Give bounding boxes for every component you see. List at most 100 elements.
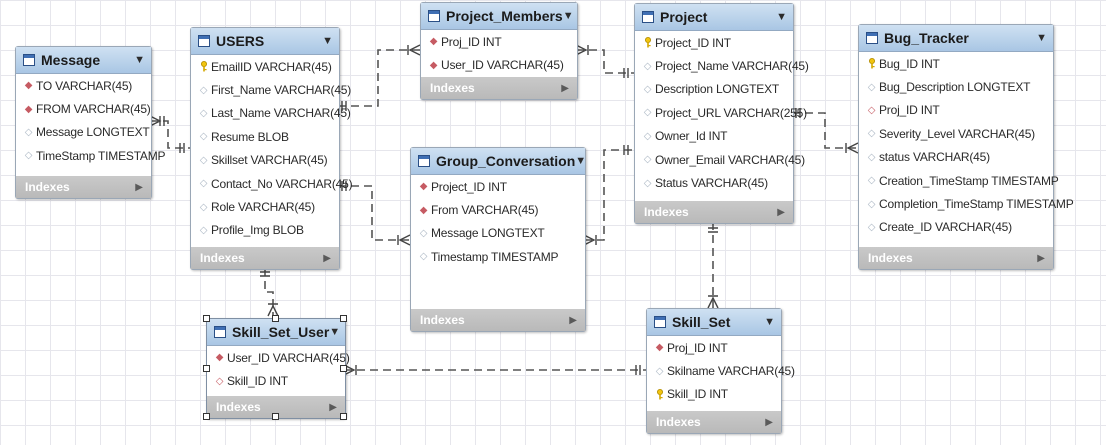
expand-arrow-icon[interactable]: ▶ <box>135 181 143 193</box>
collapse-arrow-icon[interactable]: ▼ <box>776 11 787 23</box>
table-skill-set[interactable]: Skill_Set▼◆Proj_ID INT◇Skilname VARCHAR(… <box>646 308 795 434</box>
column-row[interactable]: ◆Project_ID INT <box>411 175 585 198</box>
expand-arrow-icon[interactable]: ▶ <box>777 206 785 218</box>
column-row[interactable]: ◇Skillset VARCHAR(45) <box>191 149 339 172</box>
table-project[interactable]: Project ▼ Project_ID INT◇Project_Name VARC… <box>634 3 809 224</box>
expand-arrow-icon[interactable]: ▶ <box>1037 252 1045 264</box>
column-row[interactable]: Project_ID INT <box>635 31 793 54</box>
table-header[interactable]: Message▼ <box>16 47 151 74</box>
column-row[interactable]: ◇Create_ID VARCHAR(45) <box>859 216 1053 239</box>
column-row[interactable]: ◇Contact_No VARCHAR(45) <box>191 172 353 195</box>
table-icon <box>23 54 35 66</box>
column-row[interactable]: ◇Owner_Email VARCHAR(45) <box>635 148 805 171</box>
collapse-arrow-icon[interactable]: ▼ <box>764 316 775 328</box>
expand-arrow-icon[interactable]: ▶ <box>765 416 773 428</box>
table-title: Project <box>660 9 708 25</box>
resize-handle[interactable] <box>272 413 279 420</box>
indexes-footer[interactable]: Indexes▶ <box>207 396 345 418</box>
column-row[interactable]: ◆FROM VARCHAR(45) <box>16 97 151 120</box>
column-icon: ◇ <box>643 83 652 95</box>
table-header[interactable]: Group_Conversation▼ <box>411 148 587 175</box>
table-group-conversation[interactable]: Group_Conversation▼◆Project_ID INT◆From … <box>410 147 586 332</box>
column-row[interactable]: Skill_ID INT <box>647 383 781 406</box>
column-row[interactable]: ◇Skill_ID INT <box>207 369 345 392</box>
column-row[interactable]: ◇First_Name VARCHAR(45) <box>191 78 352 101</box>
table-message[interactable]: Message▼◆TO VARCHAR(45)◆FROM VARCHAR(45)… <box>15 46 166 199</box>
table-skill-set-user[interactable]: Skill_Set_User▼◆User_ID VARCHAR(45)◇Skil… <box>206 318 350 419</box>
column-label: Owner_Id INT <box>655 129 728 144</box>
column-row[interactable]: ◇Last_Name VARCHAR(45) <box>191 102 351 125</box>
column-row[interactable]: ◆Proj_ID INT <box>647 336 781 359</box>
column-label: Status VARCHAR(45) <box>655 176 768 191</box>
collapse-arrow-icon[interactable]: ▼ <box>575 155 587 167</box>
table-users[interactable]: USERS▼EmailID VARCHAR(45)◇First_Name VAR… <box>190 27 353 270</box>
column-row[interactable]: ◇Creation_TimeStamp TIMESTAMP <box>859 169 1059 192</box>
collapse-arrow-icon[interactable]: ▼ <box>329 326 341 338</box>
column-row[interactable]: ◇Owner_Id INT <box>635 125 793 148</box>
resize-handle[interactable] <box>203 364 210 372</box>
indexes-footer[interactable]: Indexes▶ <box>411 309 585 331</box>
table-header[interactable]: Skill_Set▼ <box>647 309 781 336</box>
column-label: From VARCHAR(45) <box>431 203 539 218</box>
column-label: status VARCHAR(45) <box>879 150 990 165</box>
column-row[interactable]: ◇Timestamp TIMESTAMP <box>411 245 585 268</box>
table-header[interactable]: Project_Members▼ <box>421 3 577 30</box>
resize-handle[interactable] <box>340 364 347 372</box>
column-row[interactable]: ◆User_ID VARCHAR(45) <box>421 53 577 76</box>
table-project-members[interactable]: Project_Members▼◆Proj_ID INT◆User_ID VAR… <box>420 2 578 100</box>
column-row[interactable]: ◇Bug_Description LONGTEXT <box>859 75 1053 98</box>
indexes-footer[interactable]: Indexes▶ <box>421 77 577 99</box>
indexes-footer[interactable]: Indexes▶ <box>635 201 793 223</box>
column-row[interactable]: ◇Project_Name VARCHAR(45) <box>635 54 809 77</box>
column-row[interactable]: ◇Completion_TimeStamp TIMESTAMP <box>859 192 1074 215</box>
column-row[interactable]: ◇Role VARCHAR(45) <box>191 195 339 218</box>
column-row[interactable]: ◆User_ID VARCHAR(45) <box>207 346 350 369</box>
indexes-footer[interactable]: Indexes▶ <box>191 247 339 269</box>
resize-handle[interactable] <box>203 413 210 420</box>
column-row[interactable]: ◇Project_URL VARCHAR(255) <box>635 101 807 124</box>
column-row[interactable]: ◇Message LONGTEXT <box>411 222 585 245</box>
column-row[interactable]: ◆TO VARCHAR(45) <box>16 74 151 97</box>
resize-handle[interactable] <box>340 315 347 322</box>
column-row[interactable]: ◆From VARCHAR(45) <box>411 198 585 221</box>
collapse-arrow-icon[interactable]: ▼ <box>322 35 333 47</box>
column-label: TimeStamp TIMESTAMP <box>36 148 166 163</box>
column-icon: ◇ <box>643 177 652 189</box>
expand-arrow-icon[interactable]: ▶ <box>329 401 337 413</box>
column-label: Skill_ID INT <box>227 374 288 389</box>
column-row[interactable]: ◇Profile_Img BLOB <box>191 219 339 242</box>
column-icon: ◇ <box>199 107 208 119</box>
column-row[interactable]: ◇TimeStamp TIMESTAMP <box>16 144 166 167</box>
column-row[interactable]: ◇Status VARCHAR(45) <box>635 171 793 194</box>
column-row[interactable]: ◇Severity_Level VARCHAR(45) <box>859 122 1053 145</box>
table-header[interactable]: USERS▼ <box>191 28 339 55</box>
rel-project-project-members <box>576 49 634 74</box>
resize-handle[interactable] <box>340 413 347 420</box>
column-row[interactable]: ◇status VARCHAR(45) <box>859 146 1053 169</box>
column-icon: ◇ <box>199 224 208 236</box>
resize-handle[interactable] <box>203 315 210 322</box>
column-row[interactable]: ◇Proj_ID INT <box>859 99 1053 122</box>
indexes-footer[interactable]: Indexes▶ <box>647 411 781 433</box>
column-row[interactable]: EmailID VARCHAR(45) <box>191 55 339 78</box>
collapse-arrow-icon[interactable]: ▼ <box>134 54 145 66</box>
column-row[interactable]: ◇Skilname VARCHAR(45) <box>647 359 795 382</box>
resize-handle[interactable] <box>272 315 279 322</box>
table-header[interactable]: Skill_Set_User▼ <box>207 319 345 346</box>
column-row[interactable]: Bug_ID INT <box>859 52 1053 75</box>
table-header[interactable]: Bug_Tracker▼ <box>859 25 1053 52</box>
table-header[interactable]: Project ▼ <box>635 4 793 31</box>
column-row[interactable]: ◇Resume BLOB <box>191 125 339 148</box>
collapse-arrow-icon[interactable]: ▼ <box>562 10 574 22</box>
column-row[interactable]: ◆Proj_ID INT <box>421 30 577 53</box>
column-row[interactable]: ◇Description LONGTEXT <box>635 78 793 101</box>
indexes-footer[interactable]: Indexes▶ <box>16 176 151 198</box>
expand-arrow-icon[interactable]: ▶ <box>561 82 569 94</box>
column-label: Bug_ID INT <box>879 56 940 71</box>
expand-arrow-icon[interactable]: ▶ <box>569 314 577 326</box>
collapse-arrow-icon[interactable]: ▼ <box>1036 32 1047 44</box>
indexes-footer[interactable]: Indexes▶ <box>859 247 1053 269</box>
expand-arrow-icon[interactable]: ▶ <box>323 252 331 264</box>
table-bug-tracker[interactable]: Bug_Tracker▼ Bug_ID INT ◇Bug_Description L… <box>858 24 1074 270</box>
column-row[interactable]: ◇Message LONGTEXT <box>16 121 151 144</box>
